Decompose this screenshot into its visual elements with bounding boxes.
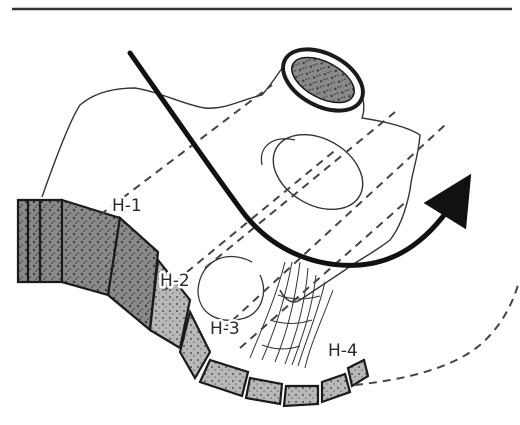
label-h4: H-4 (328, 341, 358, 361)
label-h1: H-1 (112, 196, 142, 216)
label-h3: H-3 (210, 319, 240, 339)
sacrum-coccyx (18, 200, 368, 406)
bladder-ellipse (260, 119, 376, 224)
levator-fibres (250, 262, 333, 368)
label-h2: H-2 (160, 271, 190, 291)
bladder-arc (261, 139, 295, 165)
dashed-planes (100, 85, 518, 385)
